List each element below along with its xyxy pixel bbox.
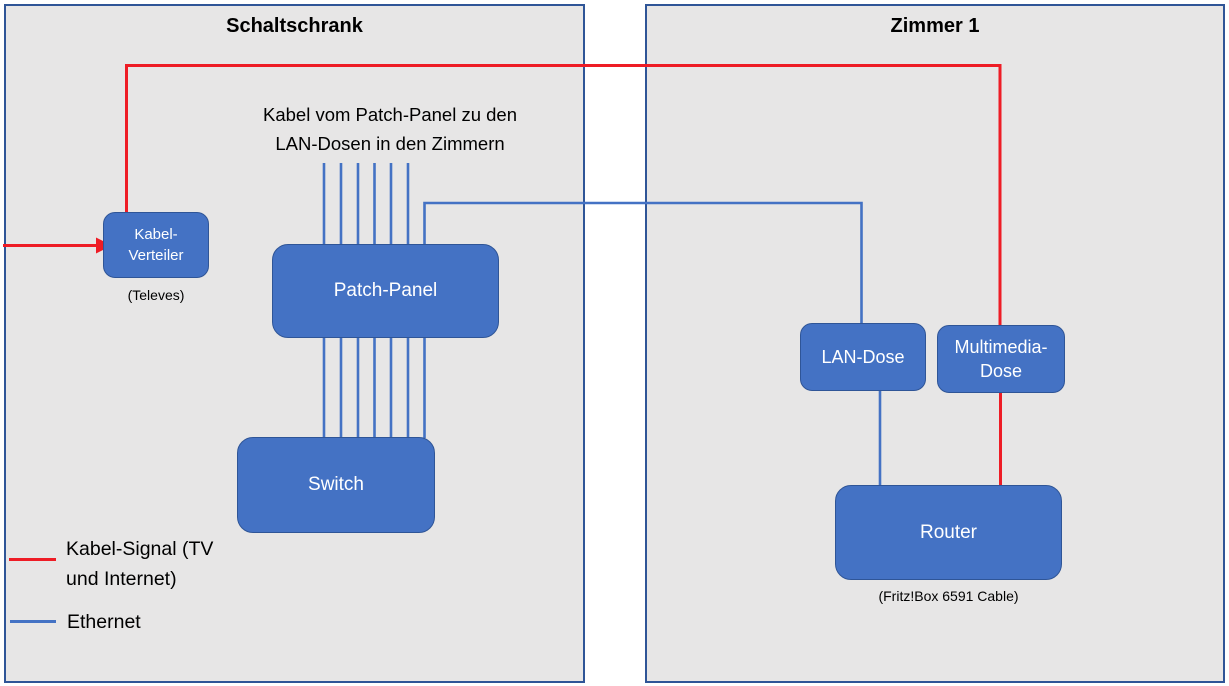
legend-cable-signal-sample — [9, 558, 56, 561]
panel-zimmer1-title: Zimmer 1 — [890, 15, 980, 37]
node-router: Router — [835, 485, 1062, 580]
legend-ethernet-label: Ethernet — [67, 611, 141, 633]
caption-televes: (Televes) — [127, 287, 185, 303]
legend-cable-signal-label: Kabel-Signal (TV und Internet) — [66, 538, 214, 590]
node-lan-dose: LAN-Dose — [800, 323, 926, 391]
caption-fritzbox: (Fritz!Box 6591 Cable) — [878, 588, 1019, 604]
legend-ethernet-sample — [10, 620, 56, 623]
panel-zimmer1: Zimmer 1 — [645, 4, 1225, 683]
patch-cable-annotation: Kabel vom Patch-Panel zu den LAN-Dosen i… — [262, 104, 517, 154]
node-kabel-verteiler: Kabel- Verteiler — [103, 212, 209, 278]
node-switch: Switch — [237, 437, 435, 533]
node-multimedia-dose: Multimedia- Dose — [937, 325, 1065, 393]
panel-schaltschrank-title: Schaltschrank — [226, 15, 363, 37]
node-patch-panel: Patch-Panel — [272, 244, 499, 338]
